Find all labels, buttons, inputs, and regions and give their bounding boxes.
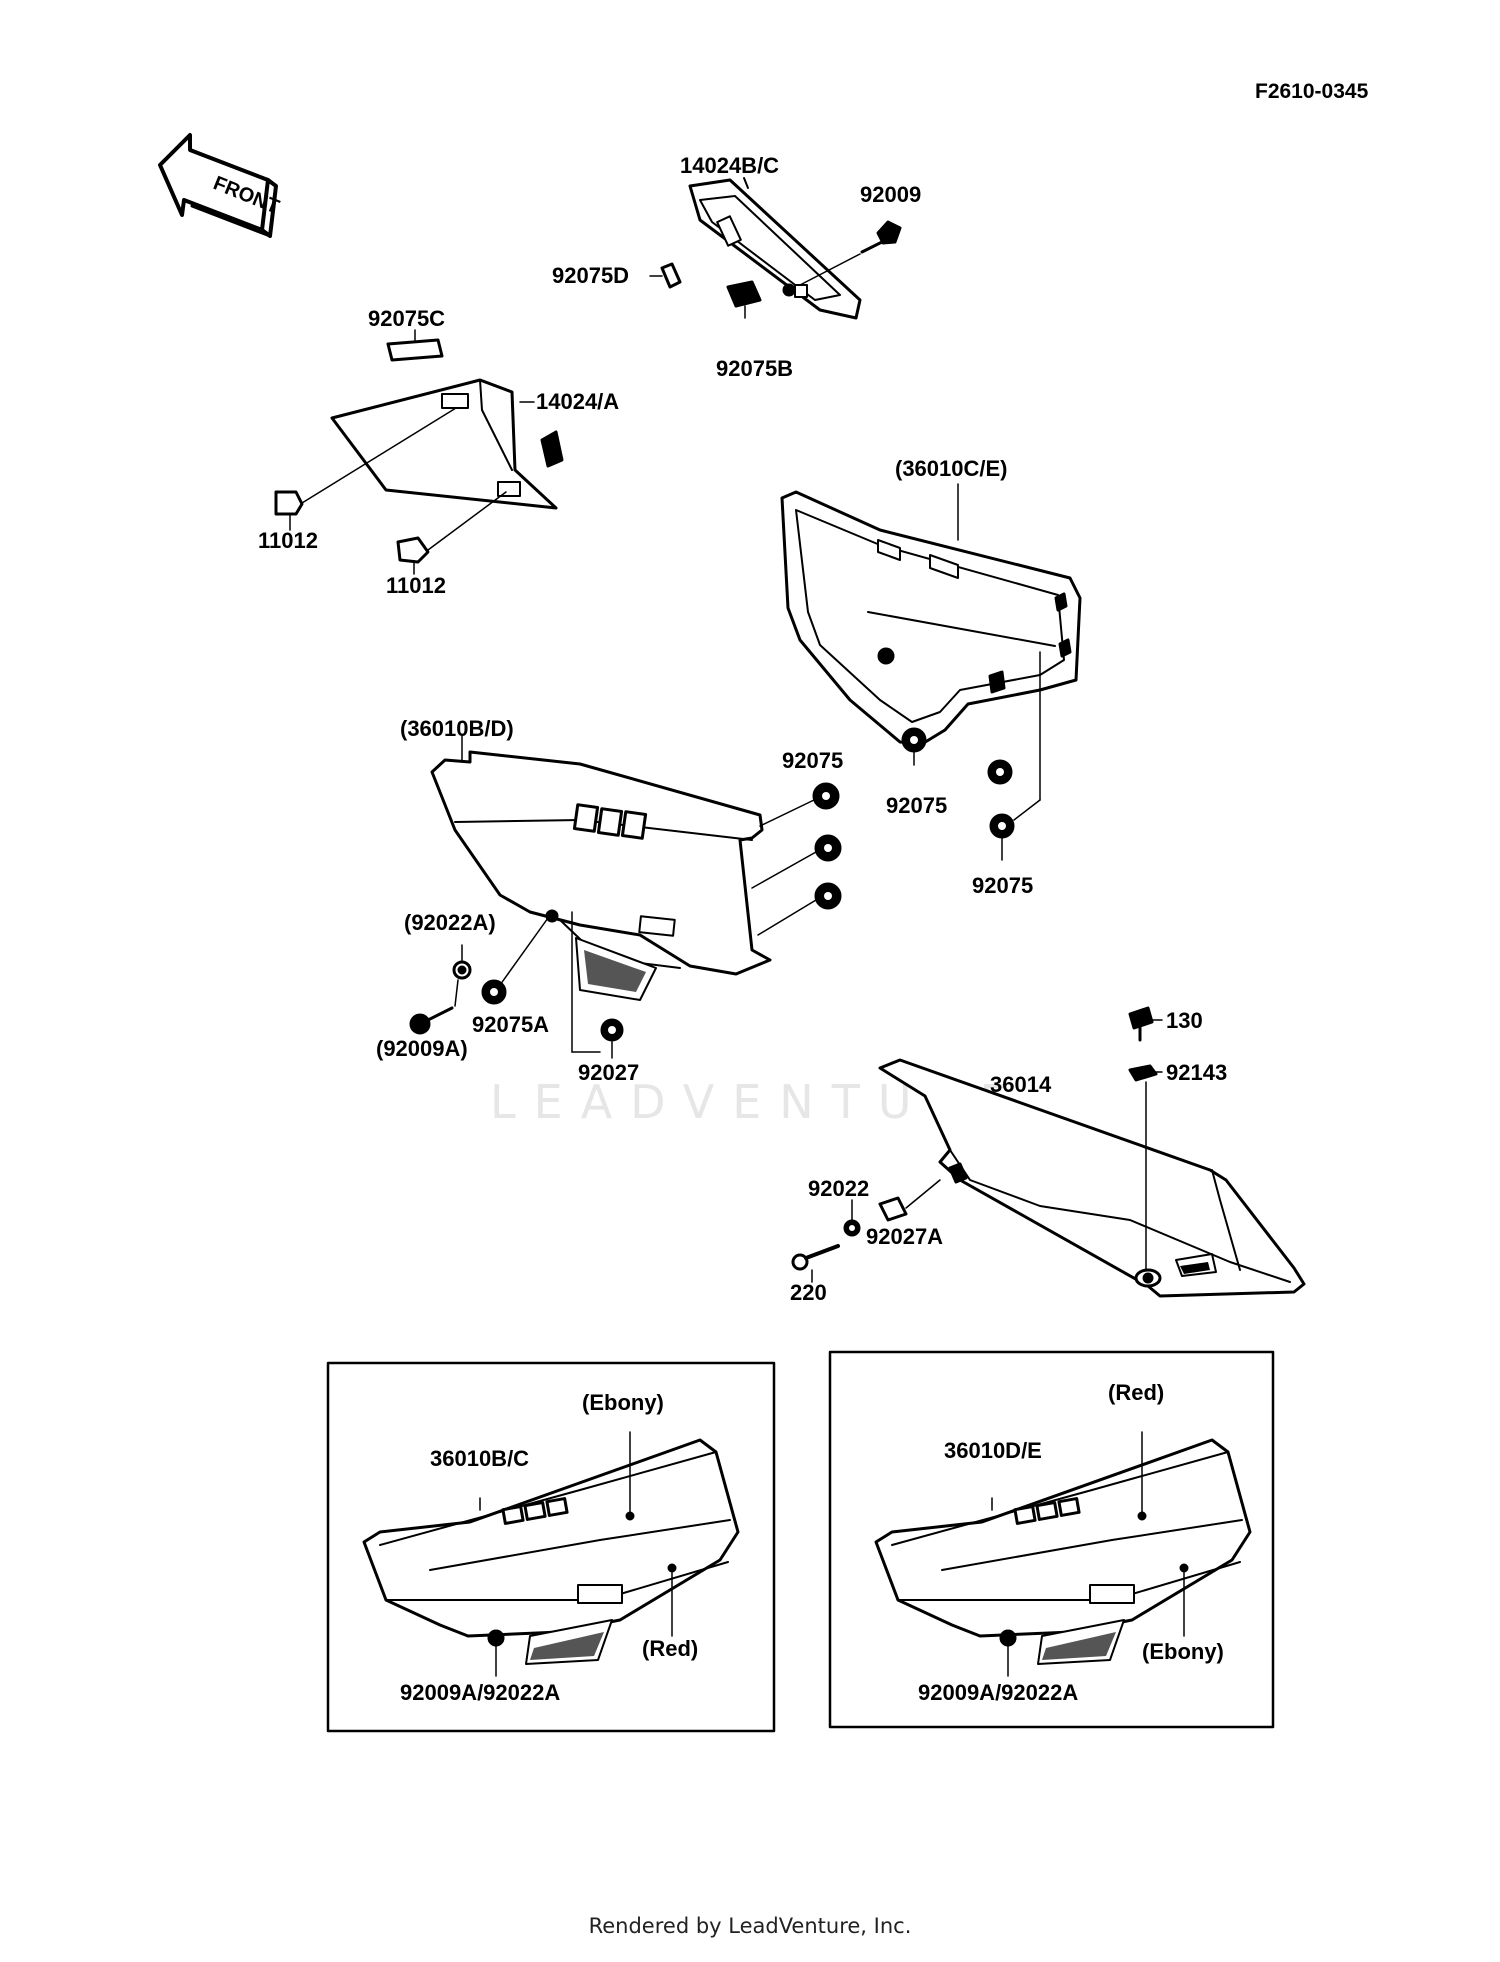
grommet-92075-right-2	[987, 759, 1013, 785]
inset-left-color-bottom: (Red)	[642, 1636, 699, 1661]
bolt-92009a	[409, 979, 459, 1035]
label-92075-a: 92075	[782, 748, 844, 773]
grommet-92075b	[726, 280, 762, 319]
inset-right-fastener: 92009A/92022A	[918, 1680, 1079, 1705]
label-14024bc: 14024B/C	[680, 153, 780, 178]
collar-92027a	[878, 1179, 941, 1222]
label-92075c: 92075C	[368, 306, 446, 331]
cover-36010ce	[780, 483, 1082, 801]
grommet-92027	[571, 911, 624, 1059]
washer-92022	[843, 1199, 861, 1237]
grommet-92075-right-1	[901, 727, 927, 766]
label-11012-b: 11012	[386, 573, 446, 598]
inset-left-color-top: (Ebony)	[582, 1390, 664, 1415]
footer-credit: Rendered by LeadVenture, Inc.	[588, 1914, 912, 1938]
label-92022a: (92022A)	[404, 910, 496, 935]
grommet-92075d	[649, 262, 682, 289]
label-92027a: 92027A	[866, 1224, 944, 1249]
inset-box-right	[828, 1350, 1275, 1729]
label-220: 220	[790, 1280, 827, 1305]
inset-left-fastener: 92009A/92022A	[400, 1680, 561, 1705]
bolt-130	[1128, 1006, 1163, 1042]
label-130: 130	[1166, 1008, 1203, 1033]
label-92009: 92009	[860, 182, 922, 207]
nut-92143	[1128, 1064, 1163, 1271]
inset-box-left	[326, 1361, 776, 1733]
label-11012-a: 11012	[258, 528, 318, 553]
inset-left-part: 36010B/C	[430, 1446, 530, 1471]
inset-right-part: 36010D/E	[944, 1438, 1042, 1463]
bolt-92009	[799, 220, 902, 286]
inset-right-color-top: (Red)	[1108, 1380, 1165, 1405]
label-92075-c: 92075	[972, 873, 1034, 898]
label-92009a: (92009A)	[376, 1036, 468, 1061]
label-92075d: 92075D	[552, 263, 630, 288]
label-92027: 92027	[578, 1060, 640, 1085]
fastener-11012-a	[274, 407, 457, 531]
label-36014: 36014	[990, 1072, 1052, 1097]
front-arrow-icon	[158, 133, 278, 238]
label-36010ce: (36010C/E)	[895, 456, 1008, 481]
label-92143: 92143	[1166, 1060, 1228, 1085]
grommet-92075-left-1	[759, 782, 840, 827]
label-92075b: 92075B	[716, 356, 794, 381]
bolt-220	[791, 1244, 840, 1283]
fastener-11012-b	[396, 491, 507, 575]
panel-14024a	[330, 378, 564, 510]
figure-reference: F2610-0345	[1255, 80, 1369, 103]
label-92075a: 92075A	[472, 1012, 550, 1037]
chain-guard-36014	[878, 1058, 1306, 1298]
grommet-92075c	[386, 329, 444, 362]
cover-36010bd	[430, 735, 772, 1001]
bracket-14024bc	[688, 177, 862, 320]
label-14024a: 14024/A	[536, 389, 620, 414]
grommet-92075-left-3	[757, 882, 842, 936]
label-92075-b: 92075	[886, 793, 948, 818]
inset-right-color-bottom: (Ebony)	[1142, 1639, 1224, 1664]
grommet-92075a	[481, 917, 549, 1005]
grommet-92075-right-3	[989, 799, 1041, 861]
grommet-92075-left-2	[751, 834, 842, 889]
label-36010bd: (36010B/D)	[400, 716, 514, 741]
label-92022: 92022	[808, 1176, 870, 1201]
washer-92022a	[452, 944, 472, 980]
